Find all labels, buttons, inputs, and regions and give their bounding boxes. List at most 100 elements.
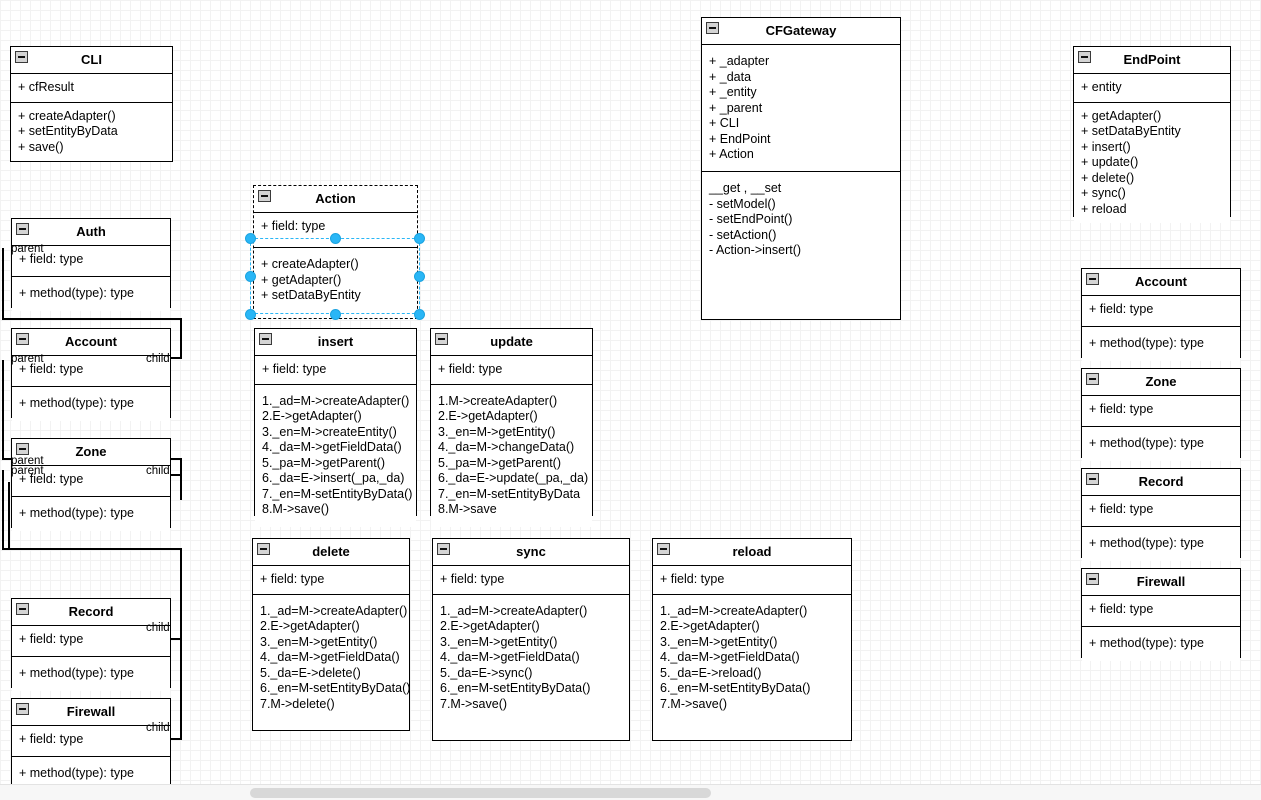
class-methods-record-right: + method(type): type [1082, 527, 1240, 561]
minus-box-icon[interactable] [1086, 573, 1099, 585]
minus-box-icon[interactable] [16, 703, 29, 715]
minus-box-icon[interactable] [258, 190, 271, 202]
link-record-child-enter [160, 638, 182, 640]
class-header-firewall-right[interactable]: Firewall [1082, 569, 1240, 597]
minus-box-icon[interactable] [257, 543, 270, 555]
edge-label-zone-parent-b: parent [11, 465, 44, 477]
attribute-row: + _entity [709, 85, 757, 100]
minus-box-icon[interactable] [15, 51, 28, 63]
minus-box-icon[interactable] [1086, 473, 1099, 485]
class-header-sync[interactable]: sync [433, 539, 629, 567]
class-box-firewall-left[interactable]: Firewall + field: type + method(type): t… [11, 698, 171, 791]
minus-box-icon[interactable] [1086, 373, 1099, 385]
resize-handle-bottom-center[interactable] [330, 309, 341, 320]
class-box-record-left[interactable]: Record + field: type + method(type): typ… [11, 598, 171, 691]
method-row: + createAdapter() [261, 257, 359, 272]
class-box-account-left[interactable]: Account + field: type + method(type): ty… [11, 328, 171, 421]
minus-box-icon[interactable] [16, 443, 29, 455]
minus-box-icon[interactable] [435, 333, 448, 345]
class-box-firewall-right[interactable]: Firewall + field: type + method(type): t… [1081, 568, 1241, 661]
method-row: + getAdapter() [261, 272, 342, 287]
class-box-reload[interactable]: reload + field: type 1._ad=M->createAdap… [652, 538, 852, 741]
method-row: + method(type): type [19, 506, 134, 521]
class-header-cli[interactable]: CLI [11, 47, 172, 75]
class-box-cli[interactable]: CLI + cfResult + createAdapter() + setEn… [10, 46, 173, 162]
class-box-cfgateway[interactable]: CFGateway + _adapter + _data + _entity +… [701, 17, 901, 320]
resize-handle-top-center[interactable] [330, 233, 341, 244]
class-box-record-right[interactable]: Record + field: type + method(type): typ… [1081, 468, 1241, 561]
minus-box-icon[interactable] [1078, 51, 1091, 63]
class-header-firewall-left[interactable]: Firewall [12, 699, 170, 727]
method-row: 6._da=E->update(_pa,_da) [438, 471, 589, 486]
class-box-zone-right[interactable]: Zone + field: type + method(type): type [1081, 368, 1241, 461]
class-box-sync[interactable]: sync + field: type 1._ad=M->createAdapte… [432, 538, 630, 741]
class-title-account-right: Account [1135, 274, 1187, 289]
class-attributes-auth-left: + field: type [12, 246, 170, 278]
resize-handle-top-left[interactable] [245, 233, 256, 244]
class-header-update[interactable]: update [431, 329, 592, 357]
class-methods-account-left: + method(type): type [12, 387, 170, 421]
class-header-delete[interactable]: delete [253, 539, 409, 567]
method-row: 2.E->getAdapter() [260, 619, 360, 634]
resize-handle-bottom-right[interactable] [414, 309, 425, 320]
method-row: 8.M->save() [262, 502, 330, 517]
minus-box-icon[interactable] [259, 333, 272, 345]
class-header-insert[interactable]: insert [255, 329, 416, 357]
horizontal-scrollbar[interactable] [0, 784, 1261, 800]
method-row: 1.M->createAdapter() [438, 393, 558, 408]
class-header-reload[interactable]: reload [653, 539, 851, 567]
resize-handle-bottom-left[interactable] [245, 309, 256, 320]
class-attributes-zone-left: + field: type [12, 466, 170, 498]
resize-handle-top-right[interactable] [414, 233, 425, 244]
class-header-endpoint[interactable]: EndPoint [1074, 47, 1230, 75]
class-box-action[interactable]: Action + field: type + createAdapter() +… [253, 185, 418, 319]
class-box-zone-left[interactable]: Zone + field: type + method(type): type [11, 438, 171, 531]
minus-box-icon[interactable] [16, 223, 29, 235]
method-row: 4._da=M->getFieldData() [260, 650, 400, 665]
attribute-row: + field: type [19, 252, 84, 267]
class-header-cfgateway[interactable]: CFGateway [702, 18, 900, 46]
class-header-record-left[interactable]: Record [12, 599, 170, 627]
method-row: 5._pa=M->getParent() [438, 455, 561, 470]
class-header-account-left[interactable]: Account [12, 329, 170, 357]
class-header-record-right[interactable]: Record [1082, 469, 1240, 497]
minus-box-icon[interactable] [1086, 273, 1099, 285]
class-box-delete[interactable]: delete + field: type 1._ad=M->createAdap… [252, 538, 410, 731]
method-row: 4._da=M->getFieldData() [440, 650, 580, 665]
minus-box-icon[interactable] [16, 603, 29, 615]
link-zone-child-enter [160, 474, 182, 476]
edge-label-zone-parent-a: parent [11, 455, 44, 467]
class-header-zone-left[interactable]: Zone [12, 439, 170, 467]
method-row: + method(type): type [1089, 636, 1204, 651]
method-row: 1._ad=M->createAdapter() [660, 603, 808, 618]
scrollbar-thumb[interactable] [250, 788, 711, 798]
class-title-firewall-left: Firewall [66, 704, 116, 719]
minus-box-icon[interactable] [437, 543, 450, 555]
class-box-endpoint[interactable]: EndPoint + entity + getAdapter() + setDa… [1073, 46, 1231, 224]
class-attributes-cli: + cfResult [11, 74, 172, 103]
minus-box-icon[interactable] [16, 333, 29, 345]
class-header-action[interactable]: Action [254, 186, 417, 214]
method-row: 5._da=E->delete() [260, 665, 361, 680]
resize-handle-middle-left[interactable] [245, 271, 256, 282]
class-attributes-firewall-right: + field: type [1082, 596, 1240, 628]
resize-handle-middle-right[interactable] [414, 271, 425, 282]
class-header-account-right[interactable]: Account [1082, 269, 1240, 297]
class-box-update[interactable]: update + field: type 1.M->createAdapter(… [430, 328, 593, 527]
class-box-auth-left[interactable]: Auth + field: type + method(type): type [11, 218, 171, 311]
class-box-insert[interactable]: insert + field: type 1._ad=M->createAdap… [254, 328, 417, 527]
class-header-auth-left[interactable]: Auth [12, 219, 170, 247]
class-attributes-endpoint: + entity [1074, 74, 1230, 103]
minus-box-icon[interactable] [657, 543, 670, 555]
class-header-zone-right[interactable]: Zone [1082, 369, 1240, 397]
class-box-account-right[interactable]: Account + field: type + method(type): ty… [1081, 268, 1241, 361]
minus-box-icon[interactable] [706, 22, 719, 34]
method-row: + sync() [1081, 186, 1126, 201]
class-title-endpoint: EndPoint [1123, 52, 1181, 67]
method-row: 6._en=M-setEntityByData() [260, 681, 411, 696]
method-row: + method(type): type [19, 396, 134, 411]
attribute-row: + field: type [19, 732, 84, 747]
method-row: 8.M->save [438, 502, 497, 517]
attribute-row: + field: type [440, 572, 505, 587]
